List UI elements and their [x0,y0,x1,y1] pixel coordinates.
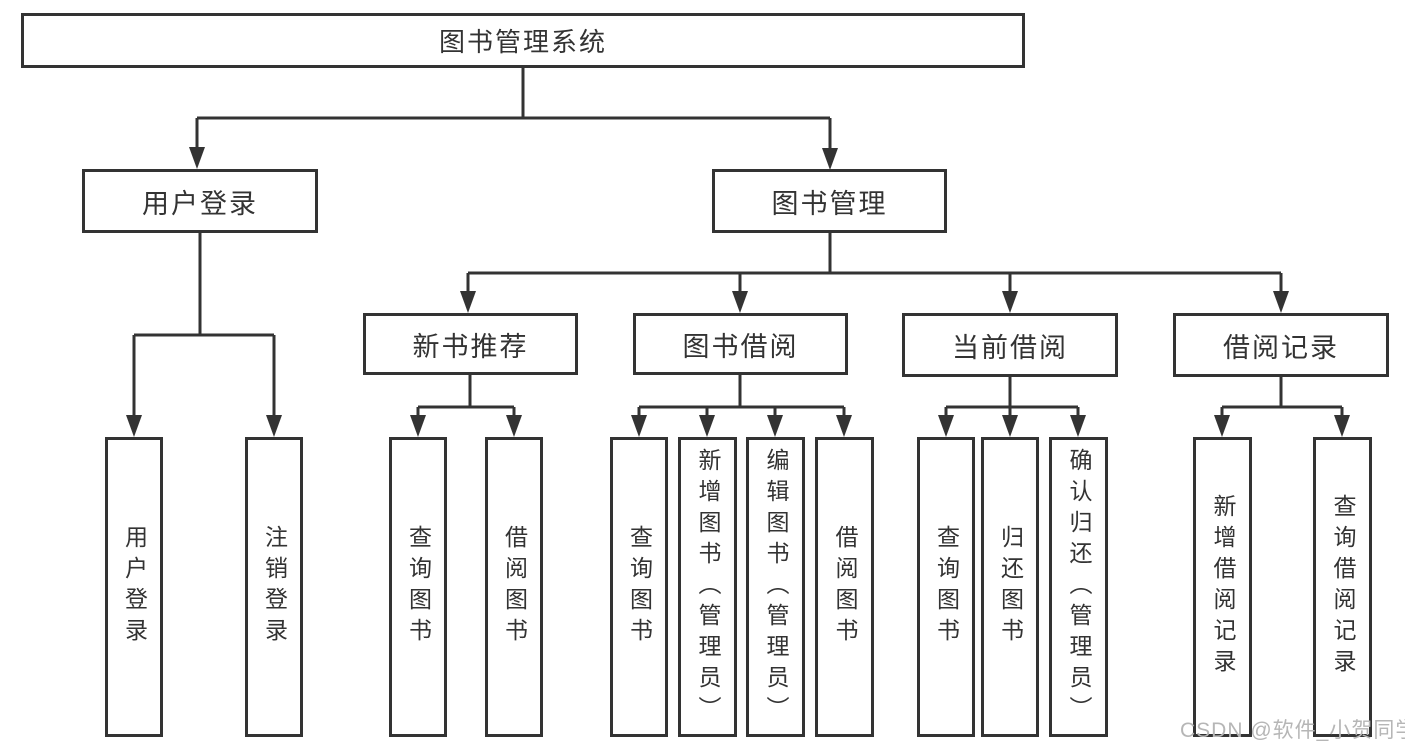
node-user-login: 用户登录 [82,169,318,233]
node-label: 新书推荐 [412,331,529,362]
node-current-borrowing: 当前借阅 [902,313,1118,377]
csdn-watermark: CSDN @软件_小贺同学 [1180,719,1405,742]
arrow-down-icon [836,415,852,437]
node-label: 借阅记录 [1223,332,1339,363]
node-borrowing-records: 借阅记录 [1173,313,1389,377]
arrow-down-icon [506,415,522,437]
node-label: 当前借阅 [952,332,1068,363]
edge-root-to-level2 [195,68,832,151]
node-label: 用户登录 [142,188,258,219]
leaf-recommend-borrow-books: 借阅图书 [485,437,543,737]
arrow-down-icon [410,415,426,437]
node-label: 注销登录 [261,525,288,649]
leaf-current-confirm-return-admin: 确认归还（管理员） [1049,437,1108,737]
node-label: 图书管理系统 [438,27,607,57]
arrow-down-icon [189,147,205,169]
node-library-system: 图书管理系统 [21,13,1025,68]
leaf-records-add-record: 新增借阅记录 [1193,437,1252,737]
node-label: 编辑图书（管理员） [763,447,789,727]
leaf-borrowing-query-books: 查询图书 [610,437,668,737]
edge-userlogin-to-leaves [132,233,276,418]
arrow-down-icon [126,415,142,437]
node-label: 归还图书 [997,525,1024,649]
node-label: 查询图书 [405,525,432,649]
leaf-current-return-books: 归还图书 [981,437,1039,737]
arrow-down-icon [631,415,647,437]
arrow-down-icon [1334,415,1350,437]
node-label: 用户登录 [121,525,148,649]
node-label: 新增图书（管理员） [695,447,721,727]
leaf-current-query-books: 查询图书 [917,437,975,737]
node-label: 查询图书 [626,525,653,649]
edge-borrowing-to-leaves [637,375,846,418]
arrow-down-icon [767,415,783,437]
edge-bookmgmt-to-level3 [466,233,1283,294]
node-new-book-recommend: 新书推荐 [363,313,578,375]
node-label: 查询借阅记录 [1330,494,1356,680]
node-label: 查询图书 [933,525,960,649]
node-label: 确认归还（管理员） [1066,447,1092,727]
leaf-logout-login: 注销登录 [245,437,303,737]
arrow-down-icon [1214,415,1230,437]
node-book-borrowing: 图书借阅 [633,313,848,375]
leaf-recommend-query-books: 查询图书 [389,437,447,737]
leaf-borrowing-add-books-admin: 新增图书（管理员） [678,437,737,737]
edge-recommend-to-leaves [416,375,516,418]
arrow-down-icon [699,415,715,437]
arrow-down-icon [822,148,838,170]
arrow-down-icon [1273,291,1289,313]
leaf-user-login: 用户登录 [105,437,163,737]
leaf-borrowing-borrow-books: 借阅图书 [815,437,874,737]
node-label: 借阅图书 [501,525,528,649]
node-label: 图书借阅 [682,331,799,362]
arrow-down-icon [1002,415,1018,437]
arrow-down-icon [938,415,954,437]
arrow-down-icon [1002,291,1018,313]
leaf-borrowing-edit-books-admin: 编辑图书（管理员） [746,437,805,737]
node-label: 图书管理 [771,188,888,219]
arrow-down-icon [460,291,476,313]
arrow-down-icon [1070,415,1086,437]
edge-records-to-leaves [1220,377,1344,418]
node-label: 新增借阅记录 [1210,494,1236,680]
node-book-management: 图书管理 [712,169,947,233]
edge-current-to-leaves [944,377,1080,418]
node-label: 借阅图书 [832,525,858,649]
arrow-down-icon [732,291,748,313]
arrow-down-icon [266,415,282,437]
leaf-records-query-record: 查询借阅记录 [1313,437,1372,737]
